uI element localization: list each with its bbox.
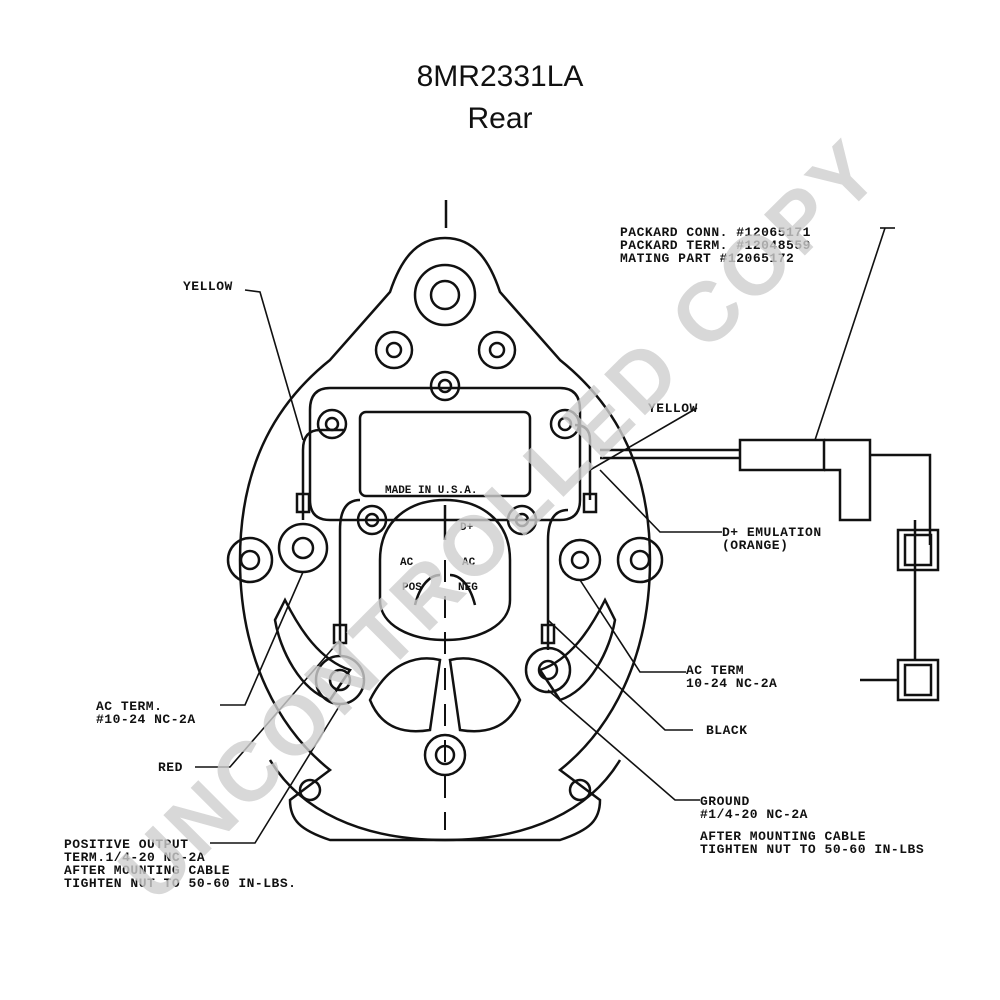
positive-output-terminal <box>314 654 366 706</box>
regulator-plate <box>308 386 582 522</box>
bottom-stud <box>423 733 467 777</box>
regulator-label-area <box>358 410 532 498</box>
terminal-housing <box>378 498 512 642</box>
leader-ground <box>547 689 700 801</box>
fan-slot-left <box>368 657 442 733</box>
top-ear-hole <box>413 263 477 327</box>
label-after-mounting-right: AFTER MOUNTING CABLE TIGHTEN NUT TO 50-6… <box>700 829 925 857</box>
label-red: RED <box>158 760 183 775</box>
marking-ac-right: AC <box>462 557 476 569</box>
label-packard: PACKARD CONN. #12065171 PACKARD TERM. #1… <box>620 225 811 266</box>
connector-terminal-upper <box>896 528 940 572</box>
label-ground: GROUND #1/4-20 NC-2A <box>700 794 808 822</box>
ground-terminal <box>524 646 572 694</box>
leader-d-emulation <box>599 469 722 533</box>
diagram-subtitle: Rear <box>467 102 533 135</box>
yellow-wire-right <box>574 423 592 500</box>
yellow-wire-left <box>301 428 345 520</box>
leader-black <box>547 619 693 731</box>
label-ac-term-left: AC TERM. #10-24 NC-2A <box>96 699 196 727</box>
red-wire <box>338 498 361 655</box>
label-black: BLACK <box>706 723 748 738</box>
black-wire <box>546 508 569 650</box>
marking-pos: POS <box>402 582 422 594</box>
right-mount-boss <box>616 536 664 584</box>
marking-d-plus: D+ <box>460 522 474 534</box>
leader-packard <box>814 227 886 441</box>
leader-yellow-left <box>244 289 304 441</box>
label-yellow-right: YELLOW <box>648 401 698 416</box>
label-ac-term-right: AC TERM 10-24 NC-2A <box>686 663 778 691</box>
leader-ac-term-left <box>220 571 304 706</box>
label-d-emulation: D+ EMULATION (ORANGE) <box>722 525 822 553</box>
marking-neg: NEG <box>458 582 478 594</box>
marking-made-in: MADE IN U.S.A. <box>385 485 477 497</box>
leader-red <box>195 639 341 768</box>
marking-ac-left: AC <box>400 557 414 569</box>
ac-term-left-boss <box>277 522 329 574</box>
fan-slot-right <box>448 657 522 733</box>
leader-yellow-right <box>589 407 698 471</box>
diagram-title: 8MR2331LA <box>416 60 584 93</box>
label-yellow-left: YELLOW <box>183 279 233 294</box>
label-positive-output: POSITIVE OUTPUT TERM.1/4-20 NC-2A AFTER … <box>64 837 297 891</box>
leader-positive-output <box>210 704 341 844</box>
wire-connector <box>295 492 311 514</box>
left-mount-boss <box>226 536 274 584</box>
leader-ac-term-right <box>579 579 686 673</box>
packard-connector <box>738 438 826 472</box>
